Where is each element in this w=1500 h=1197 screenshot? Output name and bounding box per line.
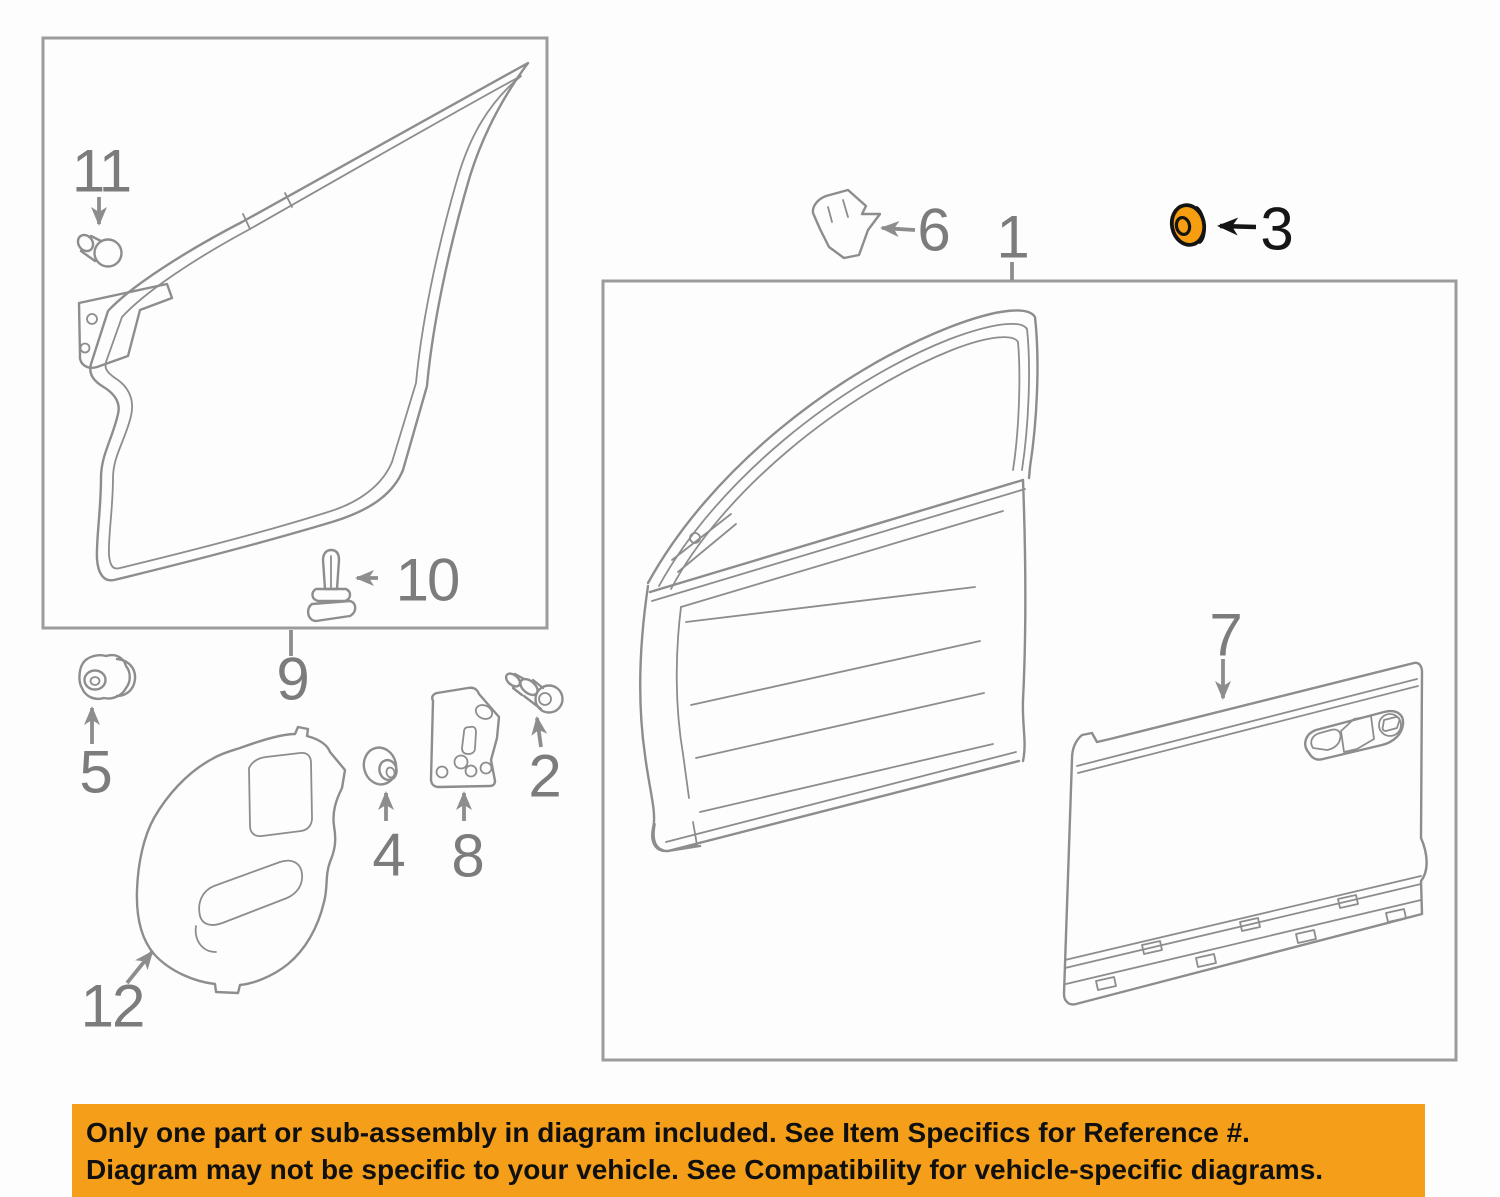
retainer-clip-6-drawing bbox=[811, 188, 882, 260]
part-label-5: 5 bbox=[79, 738, 112, 806]
part-label-7: 7 bbox=[1209, 601, 1242, 669]
part-label-1: 1 bbox=[996, 203, 1029, 271]
trim-panel-12-drawing bbox=[135, 725, 347, 995]
part-label-4: 4 bbox=[372, 821, 405, 889]
outer-panel-7-drawing bbox=[1062, 661, 1428, 1006]
part-label-12: 12 bbox=[80, 972, 146, 1040]
disclaimer-line-1: Only one part or sub-assembly in diagram… bbox=[86, 1117, 1250, 1148]
push-clip-10-drawing bbox=[306, 548, 357, 623]
right-inset-box bbox=[601, 279, 1458, 1062]
left-inset-box bbox=[41, 36, 549, 630]
disclaimer-banner: Only one part or sub-assembly in diagram… bbox=[72, 1104, 1425, 1197]
arrow-2 bbox=[531, 716, 548, 748]
part-label-2: 2 bbox=[528, 742, 561, 810]
part-label-9: 9 bbox=[276, 645, 309, 713]
weatherstrip-9-drawing bbox=[77, 61, 530, 582]
part-label-8: 8 bbox=[451, 822, 484, 890]
nut-5-drawing bbox=[78, 653, 137, 701]
arrow-12 bbox=[125, 950, 154, 985]
door-shell-1-drawing bbox=[639, 309, 1039, 853]
arrow-6 bbox=[880, 221, 916, 238]
part-label-10: 10 bbox=[395, 546, 461, 614]
part-label-11: 11 bbox=[71, 137, 132, 205]
grommet-4-drawing bbox=[362, 746, 398, 786]
disclaimer-line-2: Diagram may not be specific to your vehi… bbox=[86, 1154, 1324, 1185]
part-label-6: 6 bbox=[917, 196, 950, 264]
highlighted-grommet-3-drawing bbox=[1169, 203, 1207, 247]
part-label-3-highlighted: 3 bbox=[1260, 195, 1293, 263]
pin-clip-11-drawing bbox=[76, 233, 123, 268]
arrow-3 bbox=[1217, 217, 1257, 236]
bracket-8-drawing bbox=[429, 686, 501, 789]
screw-2-drawing bbox=[504, 672, 564, 714]
